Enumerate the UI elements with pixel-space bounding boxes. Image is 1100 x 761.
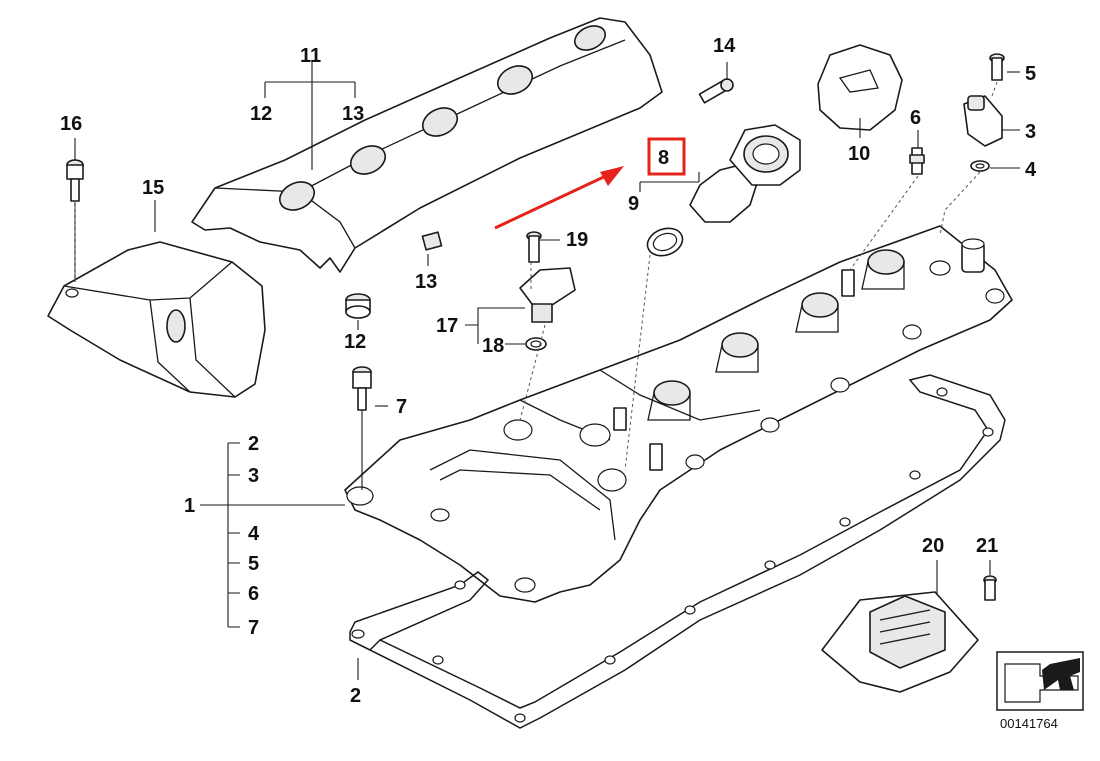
highlight-box-part-8: [647, 137, 686, 176]
label-12a: 12: [250, 103, 272, 125]
label-2b: 2: [350, 685, 361, 707]
label-3b: 3: [248, 465, 259, 487]
label-6a: 6: [910, 107, 921, 129]
label-20: 20: [922, 535, 944, 557]
label-7a: 7: [396, 396, 407, 418]
label-17: 17: [436, 315, 458, 337]
label-9: 9: [628, 193, 639, 215]
part-20-control-unit[interactable]: [821, 591, 979, 693]
doc-arrow-icon: [1042, 658, 1080, 690]
label-5a: 5: [1025, 63, 1036, 85]
part-3-sensor[interactable]: [963, 95, 1003, 147]
doc-number: 00141764: [1000, 716, 1058, 731]
part-17-sensor[interactable]: [519, 267, 576, 323]
label-12b: 12: [344, 331, 366, 353]
leader-lines: [74, 62, 1020, 680]
label-7b: 7: [248, 617, 259, 639]
doc-icon-shape: [1004, 663, 1079, 703]
part-12-grommet[interactable]: [345, 293, 371, 319]
part-16-bolt[interactable]: [66, 159, 84, 202]
part-18-o-ring[interactable]: [525, 337, 547, 351]
part-10-oil-cap[interactable]: [817, 44, 903, 131]
label-15: 15: [142, 177, 164, 199]
label-21: 21: [976, 535, 998, 557]
callout-numbers: 11 12 13 16 15 13 12 7 14 8 9 10 6 5 3 4…: [60, 35, 1037, 707]
label-6b: 6: [248, 583, 259, 605]
label-4a: 4: [1025, 159, 1037, 181]
label-1: 1: [184, 495, 195, 517]
doc-reference: 00141764: [996, 651, 1084, 731]
part-15-cover[interactable]: [47, 241, 266, 398]
label-8: 8: [658, 147, 669, 169]
part-1-valve-cover[interactable]: [344, 225, 1013, 603]
part-13-clip[interactable]: [421, 231, 443, 251]
label-2a: 2: [248, 433, 259, 455]
part-4-washer[interactable]: [970, 160, 990, 172]
label-18: 18: [482, 335, 504, 357]
part-19-bolt[interactable]: [526, 231, 542, 263]
part-14-bolt[interactable]: [698, 78, 734, 104]
part-9-o-ring[interactable]: [644, 224, 687, 261]
label-13a: 13: [342, 103, 364, 125]
label-10: 10: [848, 143, 870, 165]
part-21-bolt[interactable]: [983, 575, 997, 601]
part-2-gasket[interactable]: [349, 374, 1006, 729]
label-4b: 4: [248, 523, 260, 545]
part-7-bolt[interactable]: [352, 366, 372, 411]
label-5b: 5: [248, 553, 259, 575]
label-19: 19: [566, 229, 588, 251]
label-11: 11: [300, 45, 321, 67]
part-11-engine-cover[interactable]: [191, 17, 663, 273]
label-13b: 13: [415, 271, 437, 293]
part-5-bolt[interactable]: [989, 53, 1005, 81]
label-16: 16: [60, 113, 82, 135]
part-8-oil-filler-neck[interactable]: [689, 124, 801, 223]
label-3a: 3: [1025, 121, 1036, 143]
red-arrow: [494, 166, 624, 230]
part-6-stud[interactable]: [909, 147, 925, 175]
label-14: 14: [713, 35, 736, 57]
